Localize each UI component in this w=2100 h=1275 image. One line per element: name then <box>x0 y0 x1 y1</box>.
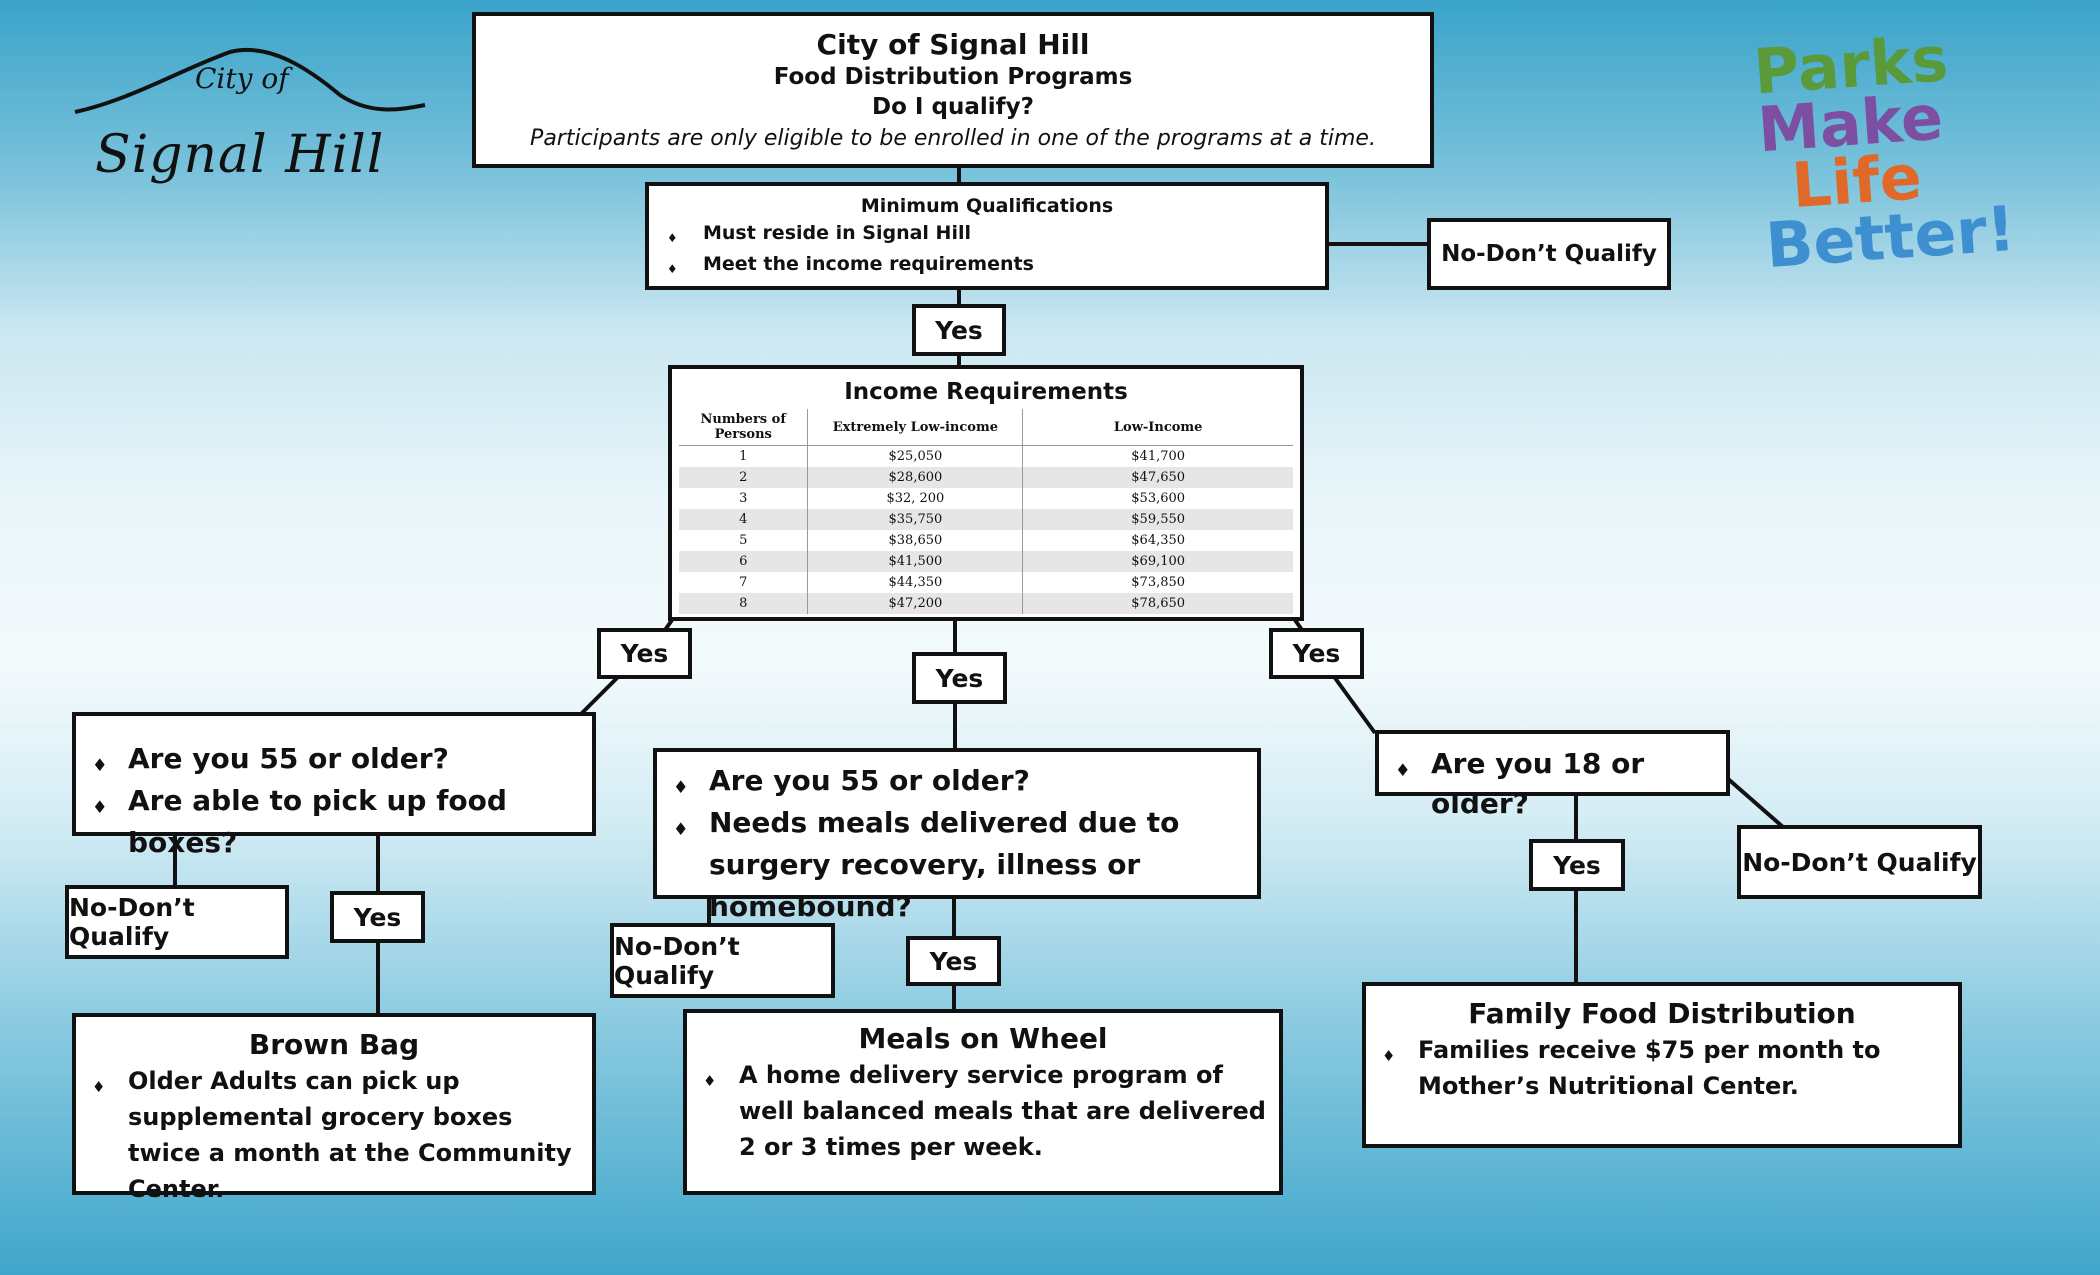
income-column-header: Numbers of Persons <box>679 409 808 446</box>
brown-bag-box: Brown Bag Older Adults can pick up suppl… <box>72 1013 596 1203</box>
table-cell: $53,600 <box>1022 488 1293 509</box>
income-column-header: Low-Income <box>1022 409 1293 446</box>
table-row: 7 $44,350$73,850 <box>679 572 1293 593</box>
no-qualify-label-middle: No-Don’t Qualify <box>610 923 835 998</box>
hill-line-icon <box>74 47 426 114</box>
meals-on-wheel-description: A home delivery service program of well … <box>691 1057 1275 1165</box>
table-cell: $47,200 <box>807 593 1023 614</box>
brown-bag-title: Brown Bag <box>248 1028 420 1061</box>
table-row: 1 $25,050$41,700 <box>679 445 1293 467</box>
table-cell: $64,350 <box>1022 530 1293 551</box>
income-requirements-title: Income Requirements <box>844 379 1128 405</box>
left-question-item: Are you 55 or older? <box>80 738 588 787</box>
table-row: 3 $32, 200$53,600 <box>679 488 1293 509</box>
income-column-header: Extremely Low-income <box>807 409 1023 446</box>
table-cell: $41,500 <box>807 551 1023 572</box>
left-question-item: Are able to pick up food boxes? <box>80 780 588 864</box>
family-food-description: Families receive $75 per month to Mother… <box>1370 1032 1954 1104</box>
middle-question-box: Are you 55 or older? Needs meals deliver… <box>653 748 1261 923</box>
yes-label-middle-q: Yes <box>906 936 1001 986</box>
yes-label-right: Yes <box>1269 628 1364 679</box>
city-logo-main: Signal Hill <box>95 125 385 185</box>
header-title: City of Signal Hill <box>816 28 1090 61</box>
middle-question-item: Are you 55 or older? <box>661 760 1253 809</box>
meals-on-wheel-title: Meals on Wheel <box>858 1022 1108 1055</box>
family-food-distribution-box: Family Food Distribution Families receiv… <box>1362 982 1962 1148</box>
table-cell: 1 <box>739 449 748 464</box>
right-question-item: Are you 18 or older? <box>1383 744 1722 824</box>
table-cell: 5 <box>739 533 748 548</box>
left-question-box: Are you 55 or older? Are able to pick up… <box>72 712 596 859</box>
table-cell: $73,850 <box>1022 572 1293 593</box>
table-cell: 3 <box>739 491 748 506</box>
city-logo: City of Signal Hill <box>70 40 430 230</box>
table-cell: 7 <box>739 575 748 590</box>
table-cell: 8 <box>679 593 808 614</box>
header-box: City of Signal Hill Food Distribution Pr… <box>472 12 1434 168</box>
family-food-title: Family Food Distribution <box>1468 997 1856 1030</box>
table-cell: $69,100 <box>1022 551 1293 572</box>
yes-label-right-q: Yes <box>1529 839 1625 891</box>
table-cell: $44,350 <box>807 572 1023 593</box>
middle-question-item: Needs meals delivered due to surgery rec… <box>661 802 1253 928</box>
income-table: Numbers of Persons Extremely Low-income … <box>679 409 1293 614</box>
min-qualifications-box: Minimum Qualifications Must reside in Si… <box>645 182 1329 290</box>
table-row: 4$35,750$59,550 <box>679 509 1293 530</box>
header-question: Do I qualify? <box>872 94 1034 120</box>
table-cell: $35,750 <box>807 509 1023 530</box>
min-qualification-item: Meet the income requirements <box>655 249 1319 285</box>
right-question-box: Are you 18 or older? <box>1375 730 1730 820</box>
table-cell: 2 <box>679 467 808 488</box>
header-note: Participants are only eligible to be enr… <box>530 126 1376 151</box>
parks-logo-word-4: Better! <box>1763 191 2018 283</box>
parks-logo: Parks Make Life Better! <box>1751 22 2018 283</box>
yes-label-middle: Yes <box>912 652 1007 704</box>
table-cell: $32, 200 <box>807 488 1023 509</box>
meals-on-wheel-box: Meals on Wheel A home delivery service p… <box>683 1009 1283 1195</box>
table-row: 6$41,500$69,100 <box>679 551 1293 572</box>
table-cell: $78,650 <box>1022 593 1293 614</box>
table-cell: 4 <box>679 509 808 530</box>
brown-bag-description: Older Adults can pick up supplemental gr… <box>80 1063 588 1207</box>
table-cell: $41,700 <box>1022 445 1293 467</box>
city-logo-small: City of <box>195 62 289 95</box>
table-row: 2$28,600$47,650 <box>679 467 1293 488</box>
header-subtitle: Food Distribution Programs <box>773 64 1133 90</box>
table-cell: $38,650 <box>807 530 1023 551</box>
table-cell: $28,600 <box>807 467 1023 488</box>
yes-label-min: Yes <box>912 304 1006 356</box>
table-row: 8$47,200$78,650 <box>679 593 1293 614</box>
no-qualify-label-top: No-Don’t Qualify <box>1427 218 1671 290</box>
table-cell: $59,550 <box>1022 509 1293 530</box>
table-row: 5 $38,650$64,350 <box>679 530 1293 551</box>
min-qualification-item: Must reside in Signal Hill <box>655 218 1319 254</box>
table-cell: 6 <box>679 551 808 572</box>
income-requirements-box: Income Requirements Numbers of Persons E… <box>668 365 1304 621</box>
yes-label-left-q: Yes <box>330 891 425 943</box>
no-qualify-label-left: No-Don’t Qualify <box>65 885 289 959</box>
table-cell: $25,050 <box>807 445 1023 467</box>
table-cell: $47,650 <box>1022 467 1293 488</box>
no-qualify-label-right: No-Don’t Qualify <box>1737 825 1982 899</box>
min-qualifications-title: Minimum Qualifications <box>860 195 1114 217</box>
yes-label-left: Yes <box>597 628 692 679</box>
